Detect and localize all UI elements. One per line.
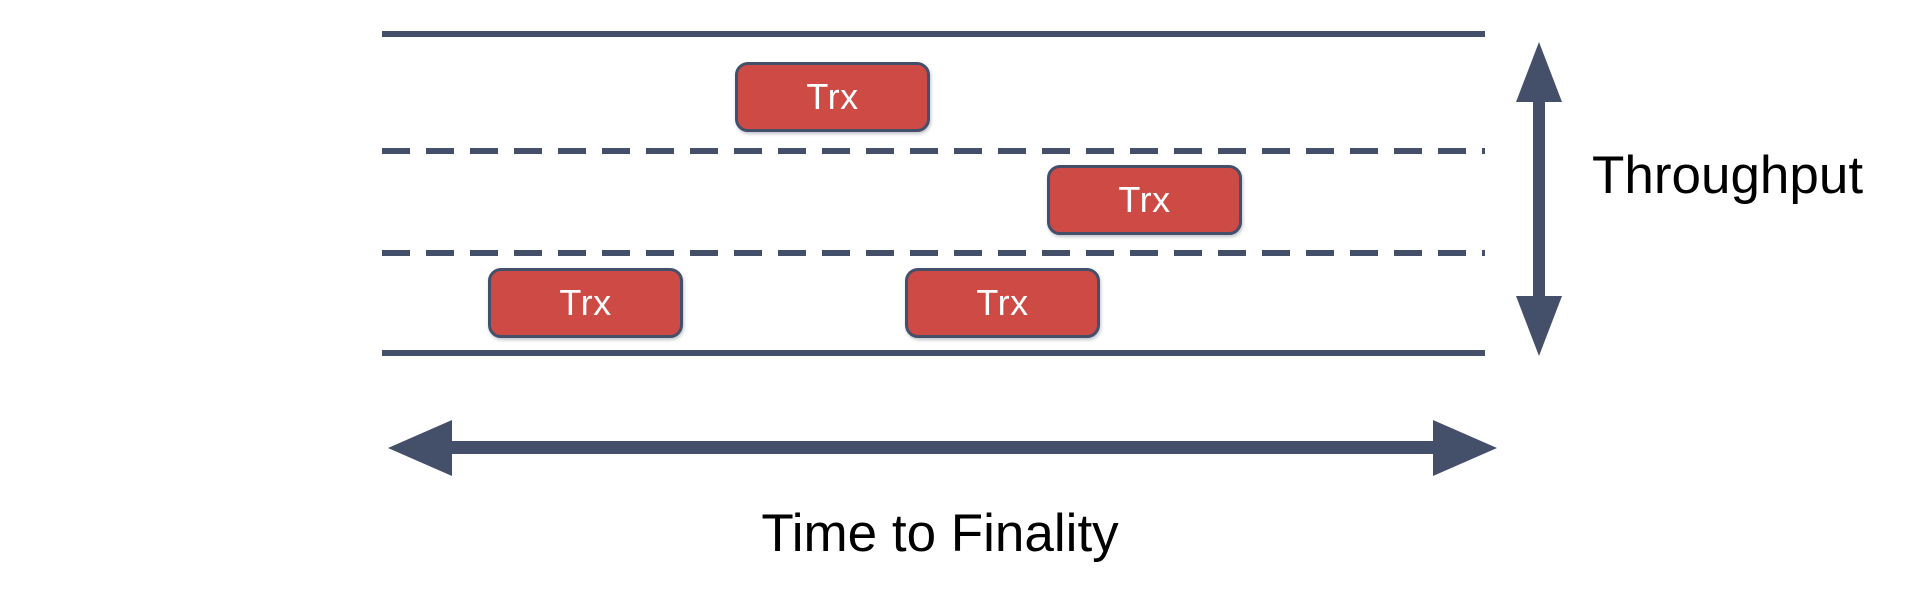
- transaction-label: Trx: [976, 282, 1029, 323]
- throughput-axis-label: Throughput: [1592, 146, 1864, 205]
- lane-divider-lower: [382, 250, 1485, 256]
- transaction-box[interactable]: Trx: [735, 62, 930, 132]
- arrow-left-right-icon: [380, 412, 1505, 484]
- arrow-up-down-icon: [1500, 38, 1578, 360]
- transaction-label: Trx: [806, 76, 859, 117]
- transaction-label: Trx: [1118, 179, 1171, 220]
- transaction-box[interactable]: Trx: [905, 268, 1100, 338]
- lane-boundary-top: [382, 31, 1485, 37]
- lane-divider-upper: [382, 148, 1485, 154]
- lane-boundary-bottom: [382, 350, 1485, 356]
- transaction-box[interactable]: Trx: [1047, 165, 1242, 235]
- time-to-finality-axis-label: Time to Finality: [761, 504, 1119, 563]
- transaction-box[interactable]: Trx: [488, 268, 683, 338]
- transaction-label: Trx: [559, 282, 612, 323]
